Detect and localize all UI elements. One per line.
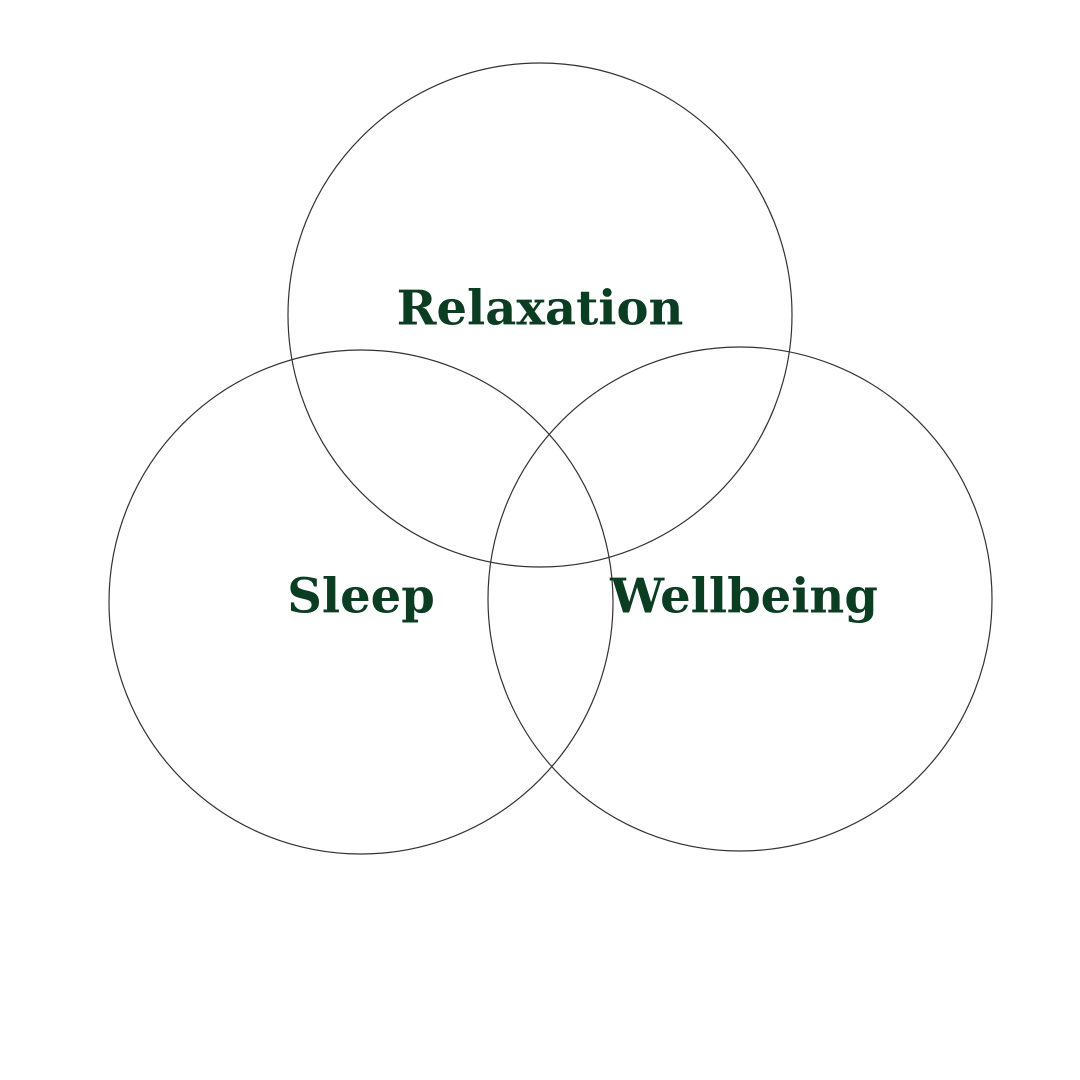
label-relaxation: Relaxation xyxy=(397,281,684,337)
circle-wellbeing xyxy=(487,346,993,852)
label-sleep: Sleep xyxy=(287,569,435,625)
label-wellbeing: Wellbeing xyxy=(609,569,878,625)
circle-relaxation xyxy=(287,62,793,568)
circle-sleep xyxy=(108,349,614,855)
